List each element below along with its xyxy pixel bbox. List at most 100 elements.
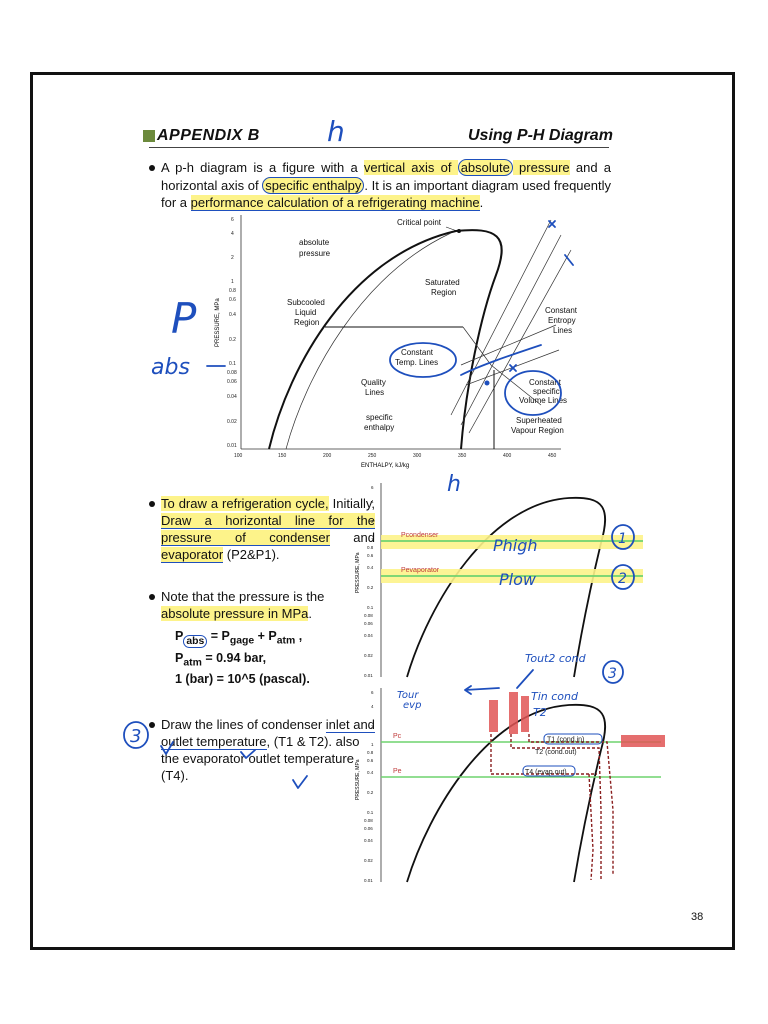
step3-text: , (T1 & T2). bbox=[266, 734, 333, 749]
y-tick: 0.8 bbox=[229, 288, 236, 294]
handwritten-dot bbox=[484, 380, 490, 386]
x-tick: 100 bbox=[234, 453, 243, 459]
highlight-band bbox=[381, 535, 643, 549]
label-t1: T1 (cond.in) bbox=[547, 737, 584, 744]
y-tick: 0.6 bbox=[367, 758, 374, 763]
handwritten-abs: abs bbox=[151, 355, 190, 380]
bullet bbox=[149, 501, 155, 507]
ph-diagram-temperature-lines: PRESSURE, MPa 6 4 2 1 0.8 0.6 0.4 0.2 0.… bbox=[355, 652, 665, 883]
label-volume: Volume Lines bbox=[519, 396, 567, 405]
y-tick: 0.2 bbox=[229, 337, 236, 343]
annotation-abs: abs bbox=[151, 355, 226, 380]
handwritten-h: h bbox=[447, 472, 461, 497]
handwritten-stroke bbox=[548, 220, 556, 228]
y-tick: 0.04 bbox=[364, 838, 373, 843]
step2-text: . bbox=[308, 606, 313, 621]
red-marker bbox=[509, 692, 518, 734]
red-marker bbox=[621, 735, 665, 747]
label-enthalpy: specific bbox=[366, 413, 393, 422]
y-tick: 0.6 bbox=[367, 553, 374, 558]
step1-highlight: evaporator bbox=[161, 547, 224, 563]
y-tick: 0.4 bbox=[367, 565, 374, 570]
y-tick: 0.2 bbox=[367, 585, 374, 590]
formula-line-3: 1 (bar) = 10^5 (pascal). bbox=[175, 672, 310, 686]
label-p-evaporator: Pevaporator bbox=[401, 567, 440, 574]
annotation-p: P bbox=[171, 294, 197, 343]
handwritten-stroke bbox=[516, 669, 534, 689]
step3-underlined: inlet and outlet temperature bbox=[161, 717, 375, 750]
entropy-line bbox=[468, 249, 572, 434]
handwritten-circle bbox=[602, 660, 624, 684]
step3-text: Draw the lines of condenser bbox=[161, 717, 326, 732]
step1-highlight: To draw a refrigeration cycle, bbox=[161, 496, 329, 511]
step3-paragraph: Draw the lines of condenser inlet and ou… bbox=[161, 716, 375, 784]
label-saturated-region: Region bbox=[431, 288, 456, 297]
handwritten-t2: T2 bbox=[533, 706, 547, 719]
formula-text: P bbox=[175, 629, 184, 643]
handwritten-tincond: Tin cond bbox=[531, 690, 579, 703]
formula-text: P bbox=[175, 650, 184, 665]
step3-text: also the evaporator outlet temperature (… bbox=[161, 734, 360, 783]
intro-paragraph: A p-h diagram is a figure with a vertica… bbox=[161, 159, 611, 212]
handwritten-stroke bbox=[564, 254, 574, 266]
label-enthalpy: enthalpy bbox=[364, 423, 394, 432]
y-tick: 2 bbox=[371, 724, 374, 729]
label-quality: Quality bbox=[361, 378, 386, 387]
annotation-circle-3: 3 bbox=[123, 721, 149, 749]
handwritten-circle bbox=[389, 342, 457, 378]
handwritten-stroke bbox=[509, 364, 517, 372]
y-tick: 0.08 bbox=[227, 370, 237, 376]
y-tick: 0.01 bbox=[364, 673, 373, 678]
formula-text: , bbox=[295, 629, 303, 643]
step1-paragraph: To draw a refrigeration cycle, Initially… bbox=[161, 495, 375, 563]
label-quality: Lines bbox=[365, 388, 384, 397]
formula-sub: gage bbox=[229, 635, 255, 647]
constant-temp-line bbox=[462, 326, 542, 406]
handwritten-3: 3 bbox=[608, 666, 617, 682]
appendix-icon bbox=[143, 130, 155, 142]
label-pc-lower: Pe bbox=[393, 768, 402, 775]
appendix-title: APPENDIX B bbox=[157, 127, 260, 144]
step1-text: and bbox=[329, 530, 375, 545]
intro-highlight: vertical axis of bbox=[363, 160, 458, 175]
handwritten-plow: Plow bbox=[499, 570, 537, 589]
formula-text: + P bbox=[254, 629, 277, 643]
y-tick: 0.02 bbox=[227, 419, 237, 425]
y-tick: 0.06 bbox=[364, 826, 373, 831]
handwritten-3: 3 bbox=[130, 726, 141, 747]
page-frame: APPENDIX B Using P-H Diagram A p-h diagr… bbox=[30, 72, 735, 950]
y-tick: 0.4 bbox=[229, 312, 236, 318]
label-entropy: Entropy bbox=[548, 316, 576, 325]
y-tick: 0.6 bbox=[229, 297, 236, 303]
label-absolute-pressure: pressure bbox=[299, 249, 331, 258]
y-tick: 0.1 bbox=[229, 361, 236, 367]
annotation-h-top: h bbox=[327, 115, 345, 148]
label-box bbox=[543, 733, 603, 745]
y-tick: 4 bbox=[371, 704, 374, 709]
formula-text: = P bbox=[207, 629, 230, 643]
y-tick: 0.08 bbox=[364, 613, 373, 618]
annotation-h-mid: h bbox=[447, 472, 461, 497]
formula-sub: atm bbox=[183, 657, 202, 668]
y-tick: 1 bbox=[231, 279, 234, 285]
callout-line bbox=[445, 226, 458, 232]
y-tick: 0.01 bbox=[227, 443, 237, 449]
label-temp: Constant bbox=[401, 348, 434, 357]
handwritten-1: 1 bbox=[618, 531, 627, 547]
label-t2: T2 (cond.out) bbox=[535, 749, 577, 756]
handwritten-tourevap: evp bbox=[403, 700, 421, 711]
label-critical-point: Critical point bbox=[397, 218, 442, 227]
saturation-dome bbox=[268, 229, 503, 450]
label-t4: T4 (evap.out) bbox=[525, 769, 567, 776]
bullet bbox=[149, 722, 155, 728]
x-tick: 250 bbox=[368, 453, 377, 459]
intro-highlight: performance calculation of a refrigerati… bbox=[190, 195, 480, 211]
label-entropy: Constant bbox=[545, 306, 578, 315]
x-tick: 200 bbox=[323, 453, 332, 459]
label-volume: specific bbox=[533, 387, 560, 396]
ph-diagram-main: 6 4 2 1 0.8 0.6 0.4 0.2 0.1 0.08 0.06 0.… bbox=[215, 215, 578, 469]
y-tick: 0.08 bbox=[364, 818, 373, 823]
intro-text: and a horizontal axis of bbox=[161, 160, 611, 193]
label-p-condenser: Pcondenser bbox=[401, 532, 439, 539]
y-tick: 0.8 bbox=[367, 545, 374, 550]
